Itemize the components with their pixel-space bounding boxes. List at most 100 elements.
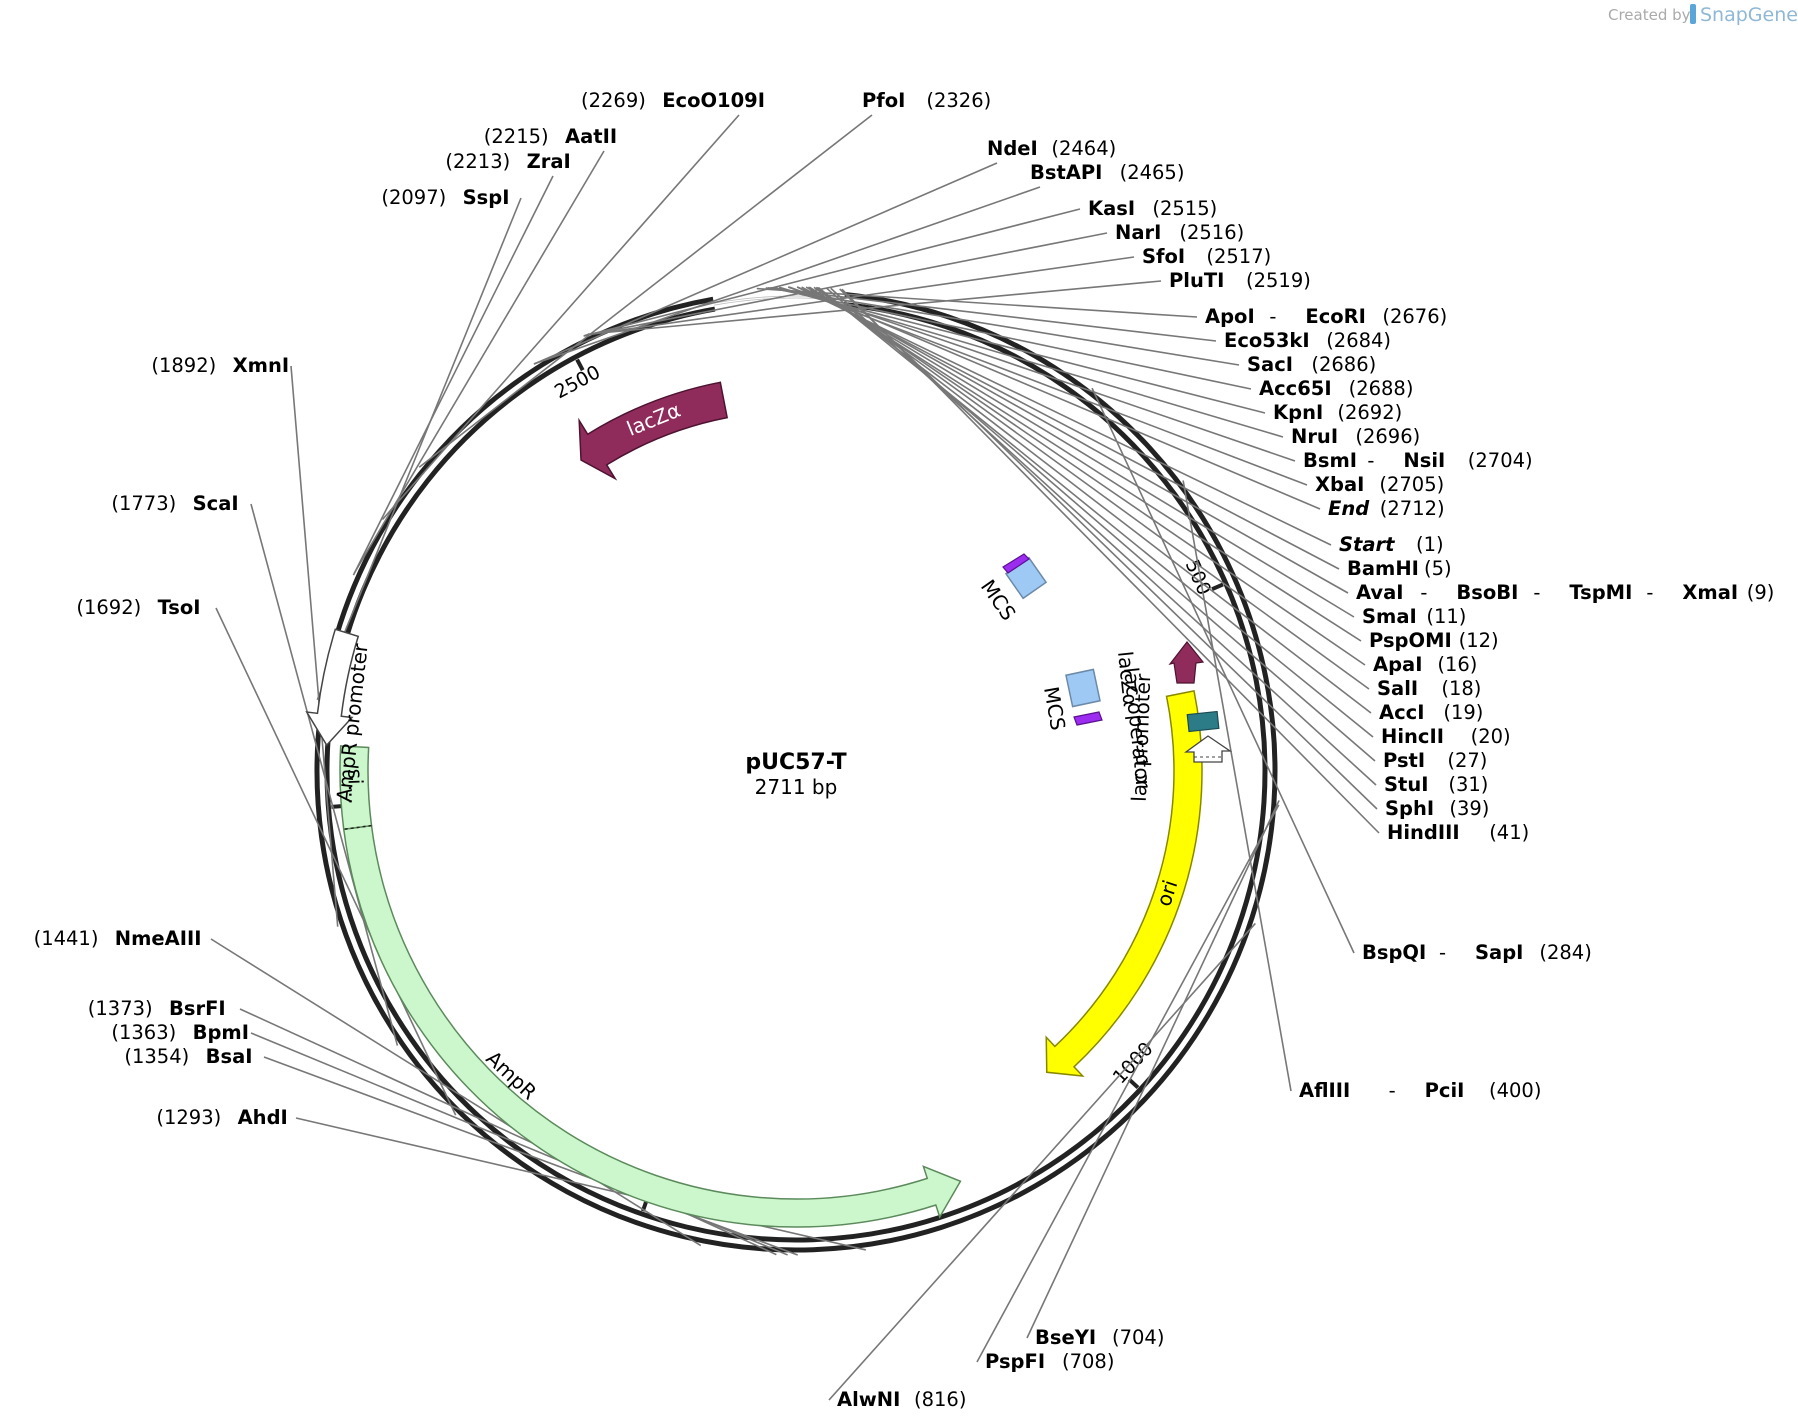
site-leader-line	[1182, 480, 1292, 1092]
site-scai[interactable]: (1773)ScaI	[111, 492, 238, 515]
site-name: StuI	[1384, 773, 1429, 796]
mcs-bottom-feature[interactable]: MCS	[1039, 668, 1103, 732]
site-alwni[interactable]: AlwNI(816)	[837, 1388, 966, 1411]
site-position: (16)	[1437, 653, 1477, 676]
site-xbai[interactable]: XbaI(2705)	[1315, 473, 1444, 496]
site-name: NruI	[1291, 425, 1338, 448]
ampr-promoter-arrow[interactable]	[305, 628, 360, 747]
site-stui[interactable]: StuI (31)	[1384, 773, 1488, 796]
site-nrui[interactable]: NruI(2696)	[1291, 425, 1420, 448]
site-bsai[interactable]: (1354)BsaI	[124, 1045, 252, 1068]
site-ahdi[interactable]: (1293)AhdI	[156, 1106, 287, 1129]
site-sspi[interactable]: (2097) SspI	[381, 186, 509, 209]
site-aatii[interactable]: (2215)AatII	[484, 125, 617, 148]
site-bpmi[interactable]: (1363)BpmI	[111, 1021, 249, 1044]
site-bamhi[interactable]: BamHI(5)	[1347, 557, 1452, 580]
site-name: KasI	[1088, 197, 1135, 220]
site-apoi[interactable]: ApoI - EcoRI(2676)	[1205, 305, 1447, 328]
tick-1000	[1127, 1077, 1140, 1090]
site-bspqi[interactable]: BspQI - SapI(284)	[1362, 941, 1592, 964]
site-start[interactable]: Start(1)	[1339, 533, 1444, 556]
site-position: (2704)	[1468, 449, 1533, 472]
site-xmni[interactable]: (1892)XmnI	[151, 354, 289, 377]
site-position: (31)	[1448, 773, 1488, 796]
site-position: (2097)	[381, 186, 446, 209]
site-bseyi[interactable]: BseYI(704)	[1035, 1326, 1164, 1349]
tick-2500	[575, 358, 585, 372]
site-pluti[interactable]: PluTI(2519)	[1169, 269, 1311, 292]
site-position: (2213)	[445, 150, 510, 173]
site-name: Eco53kI	[1224, 329, 1310, 352]
site-leader-line	[215, 607, 457, 1116]
site-name: HindIII	[1387, 821, 1460, 844]
site-position: (2712)	[1380, 497, 1445, 520]
site-sali[interactable]: SalI(18)	[1377, 677, 1481, 700]
site-zrai[interactable]: (2213)ZraI	[445, 150, 570, 173]
site-position: (2326)	[926, 89, 991, 112]
site-nmeaiii[interactable]: (1441) NmeAIII	[34, 927, 202, 950]
site-nari[interactable]: NarI (2516)	[1115, 221, 1244, 244]
site-apai[interactable]: ApaI(16)	[1373, 653, 1477, 676]
site-saci[interactable]: SacI(2686)	[1247, 353, 1376, 376]
site-name: Start	[1339, 533, 1395, 556]
site-position: (2515)	[1152, 197, 1217, 220]
ampr-arrow[interactable]	[342, 824, 962, 1228]
lac-promoter-feature[interactable]: lac promoter	[1127, 673, 1233, 803]
site-name: AhdI	[238, 1106, 288, 1129]
signal-sequence-box[interactable]	[339, 745, 373, 831]
site-separator: -	[1439, 941, 1446, 964]
site-position: (2465)	[1120, 161, 1185, 184]
site-kasi[interactable]: KasI (2515)	[1088, 197, 1217, 220]
site-psti[interactable]: PstI(27)	[1383, 749, 1487, 772]
site-bsrfi[interactable]: (1373)BsrFI	[88, 997, 226, 1020]
site-separator: -	[1646, 581, 1653, 604]
mcs-top-feature[interactable]: MCS	[976, 553, 1048, 625]
site-bsmi[interactable]: BsmI - NsiI(2704)	[1303, 449, 1533, 472]
site-position: (1441)	[34, 927, 99, 950]
site-pspfi[interactable]: PspFI(708)	[985, 1350, 1114, 1373]
site-leader-line	[290, 365, 339, 927]
site-name: SspI	[463, 186, 510, 209]
lacza-arrow[interactable]	[578, 381, 729, 481]
site-afliii[interactable]: AflIII - PciI(400)	[1299, 1079, 1541, 1102]
site-acc65i[interactable]: Acc65I(2688)	[1259, 377, 1413, 400]
site-pfoi[interactable]: PfoI(2326)	[862, 89, 991, 112]
site-eco53ki[interactable]: Eco53kI(2684)	[1224, 329, 1391, 352]
site-leader-line	[418, 114, 873, 468]
site-name: NarI	[1115, 221, 1161, 244]
site-hindiii[interactable]: HindIII(41)	[1387, 821, 1529, 844]
lacza-small-feature[interactable]: lacZα	[1113, 641, 1205, 708]
site-bstapi[interactable]: BstAPI(2465)	[1030, 161, 1184, 184]
site-end[interactable]: End(2712)	[1328, 497, 1445, 520]
site-name: BamHI	[1347, 557, 1419, 580]
site-name: PspFI	[985, 1350, 1045, 1373]
site-position: (400)	[1489, 1079, 1541, 1102]
mcs-bottom-marker	[1073, 711, 1103, 726]
site-sphi[interactable]: SphI(39)	[1385, 797, 1489, 820]
site-position: (20)	[1471, 725, 1511, 748]
site-acci[interactable]: AccI(19)	[1379, 701, 1483, 724]
site-name: KpnI	[1273, 401, 1323, 424]
site-smai[interactable]: SmaI(11)	[1362, 605, 1466, 628]
site-avai[interactable]: AvaI - BsoBI - TspMI - XmaI(9)	[1356, 581, 1774, 604]
site-leader-line	[830, 287, 1377, 786]
site-leader-line	[841, 288, 1380, 834]
site-sfoi[interactable]: SfoI(2517)	[1142, 245, 1271, 268]
site-pspomi[interactable]: PspOMI(12)	[1369, 629, 1499, 652]
plasmid-length: 2711 bp	[755, 775, 838, 799]
site-leader-line	[210, 938, 702, 1247]
credit-brand: SnapGene	[1700, 4, 1798, 26]
site-name: NmeAIII	[115, 927, 202, 950]
site-ndei[interactable]: NdeI(2464)	[987, 137, 1116, 160]
site-ecoo109i[interactable]: (2269)EcoO109I	[581, 89, 765, 112]
site-leader-line	[817, 286, 1374, 738]
site-separator: -	[1533, 581, 1540, 604]
site-position: (1692)	[76, 596, 141, 619]
site-tsoi[interactable]: (1692)TsoI	[76, 596, 200, 619]
site-hincii[interactable]: HincII(20)	[1381, 725, 1511, 748]
site-kpni[interactable]: KpnI(2692)	[1273, 401, 1402, 424]
site-position: (2516)	[1179, 221, 1244, 244]
lacza-small-label: lacZα	[1113, 650, 1143, 708]
ori-arrow[interactable]	[1045, 689, 1203, 1077]
